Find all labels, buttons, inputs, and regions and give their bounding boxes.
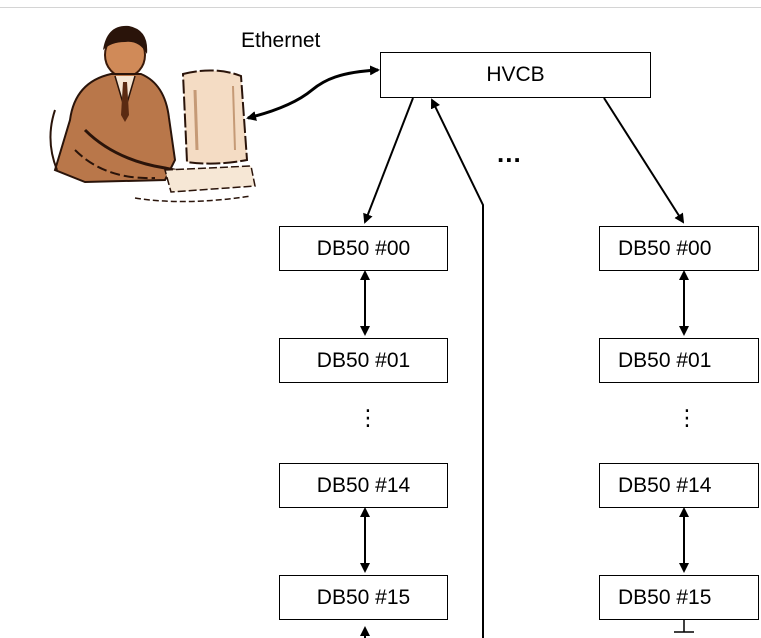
more-chains-ellipsis: ... — [497, 138, 522, 168]
right-chain-node-14: DB50 #14 — [599, 463, 759, 508]
left-chain-vertical-ellipsis: ⋮ — [357, 405, 379, 430]
left-chain-node-15: DB50 #15 — [279, 575, 448, 620]
ethernet-link — [246, 65, 380, 121]
return-line-to-hvcb — [430, 98, 484, 638]
right-chain-node-00: DB50 #00 — [599, 226, 759, 271]
right-chain-node-15: DB50 #15 — [599, 575, 759, 620]
top-divider — [0, 7, 761, 8]
right-chain-vertical-ellipsis: ⋮ — [676, 405, 698, 430]
hvcb-box: HVCB — [380, 52, 651, 98]
left-chain-node-14: DB50 #14 — [279, 463, 448, 508]
ethernet-label: Ethernet — [241, 29, 321, 52]
left-chain-node-01: DB50 #01 — [279, 338, 448, 383]
left-chain-node-00: DB50 #00 — [279, 226, 448, 271]
hvcb-to-left-chain-arrow — [363, 97, 414, 224]
hvcb-to-right-chain-arrow — [603, 97, 685, 224]
right-chain-node-01: DB50 #01 — [599, 338, 759, 383]
operator-at-computer-icon — [49, 25, 256, 203]
